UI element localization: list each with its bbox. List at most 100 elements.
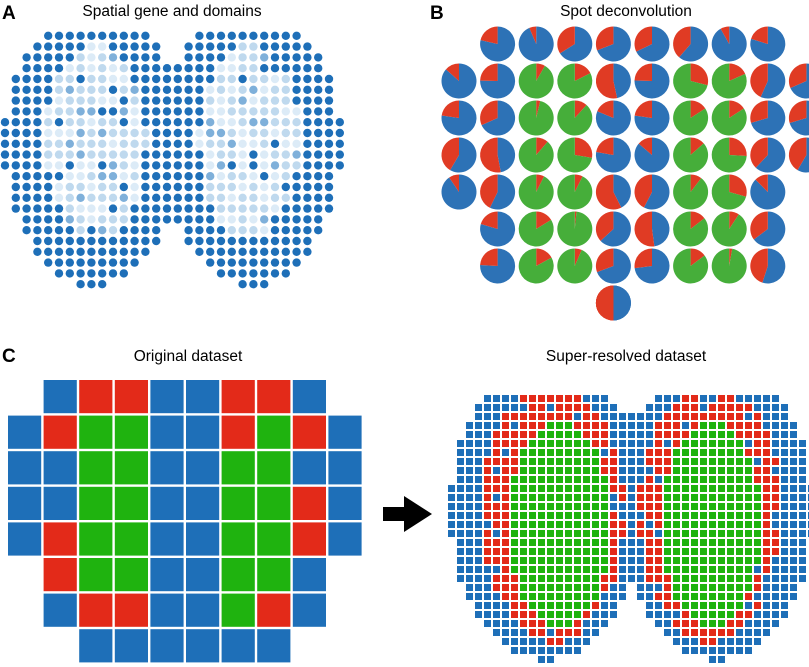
spot-dot — [141, 31, 150, 40]
fine-grid-cell — [763, 404, 770, 411]
fine-grid-cell — [583, 584, 590, 591]
fine-grid-cell — [520, 575, 527, 582]
fine-grid-cell — [691, 512, 698, 519]
fine-grid-cell — [583, 494, 590, 501]
fine-grid-cell — [484, 593, 491, 600]
fine-grid-cell — [718, 611, 725, 618]
spot-dot — [249, 42, 258, 51]
fine-grid-cell — [691, 476, 698, 483]
fine-grid-cell — [502, 539, 509, 546]
fine-grid-cell — [511, 575, 518, 582]
grid-cell — [150, 451, 184, 485]
fine-grid-cell — [565, 404, 572, 411]
spot-dot — [44, 85, 53, 95]
fine-grid-cell — [781, 566, 788, 573]
spot-dot — [238, 74, 247, 84]
pie-slice — [480, 63, 498, 81]
spot-dot — [227, 85, 236, 95]
deconvolution-pie — [595, 211, 631, 247]
spot-dot — [281, 63, 290, 73]
spot-dot — [227, 150, 236, 159]
fine-grid-cell — [673, 629, 680, 636]
spot-dot — [65, 118, 75, 127]
fine-grid-cell — [709, 530, 716, 537]
spot-dot — [76, 236, 85, 246]
spot-dot — [54, 150, 64, 159]
fine-grid-cell — [727, 395, 734, 402]
fine-grid-cell — [502, 476, 509, 483]
fine-grid-cell — [763, 530, 770, 537]
pie-slice — [536, 211, 552, 229]
fine-grid-cell — [583, 395, 590, 402]
original-grid — [8, 380, 362, 663]
fine-grid-cell — [736, 548, 743, 555]
spot-dot — [33, 236, 42, 246]
fine-grid-cell — [574, 638, 581, 645]
fine-grid-cell — [655, 557, 662, 564]
spot-dot — [216, 247, 226, 256]
spot-dot — [65, 226, 75, 235]
fine-grid-cell — [619, 422, 626, 429]
fine-grid-cell — [466, 593, 473, 600]
spot-dot — [238, 63, 247, 73]
spot-dot — [44, 42, 53, 51]
spot-dot — [44, 258, 53, 267]
spot-dot — [54, 85, 64, 95]
fine-grid-cell — [466, 557, 473, 564]
fine-grid-cell — [799, 539, 806, 546]
fine-grid-cell — [511, 440, 518, 447]
fine-grid-cell — [493, 476, 500, 483]
fine-grid-cell — [664, 494, 671, 501]
spot-dot — [303, 215, 312, 224]
fine-grid-cell — [619, 476, 626, 483]
fine-grid-cell — [475, 467, 482, 474]
spot-dot — [195, 107, 204, 116]
pie-slice — [518, 63, 554, 99]
deconvolution-pie — [595, 100, 631, 136]
fine-grid-cell — [727, 620, 734, 627]
pie-slice — [445, 63, 459, 81]
spot-dot — [0, 128, 10, 138]
fine-grid-cell — [637, 512, 644, 519]
fine-grid-cell — [448, 530, 455, 537]
spot-dot — [98, 118, 107, 127]
spot-dot — [162, 215, 172, 224]
spot-dot — [54, 107, 64, 116]
pie-slice — [634, 63, 652, 81]
spot-dot — [65, 204, 75, 213]
fine-grid-cell — [718, 485, 725, 492]
fine-grid-cell — [655, 548, 662, 555]
fine-grid-cell — [673, 449, 680, 456]
fine-grid-cell — [799, 440, 806, 447]
spot-dot — [11, 139, 20, 148]
spot-dot — [130, 161, 139, 170]
fine-grid-cell — [502, 566, 509, 573]
pie-slice — [536, 63, 545, 81]
fine-grid-cell — [673, 602, 680, 609]
spot-dot — [195, 226, 204, 235]
pie-slice — [480, 174, 498, 208]
pie-slice — [750, 63, 768, 97]
fine-grid-cell — [799, 548, 806, 555]
pie-slice — [673, 63, 708, 99]
spot-dot — [108, 215, 118, 224]
fine-grid-cell — [565, 602, 572, 609]
pie-slice — [711, 63, 747, 99]
fine-grid-cell — [592, 413, 599, 420]
spot-dot — [173, 63, 182, 73]
fine-grid-cell — [727, 611, 734, 618]
fine-grid-cell — [790, 440, 797, 447]
fine-grid-cell — [628, 431, 635, 438]
fine-grid-cell — [583, 485, 590, 492]
fine-grid-cell — [601, 584, 608, 591]
fine-grid-cell — [601, 422, 608, 429]
fine-grid-cell — [592, 557, 599, 564]
fine-grid-cell — [691, 539, 698, 546]
fine-grid-cell — [664, 548, 671, 555]
spot-dot — [119, 182, 128, 192]
fine-grid-cell — [700, 413, 707, 420]
fine-grid-cell — [574, 476, 581, 483]
spot-dot — [11, 172, 20, 181]
spot-dot — [303, 247, 312, 256]
fine-grid-cell — [754, 539, 761, 546]
